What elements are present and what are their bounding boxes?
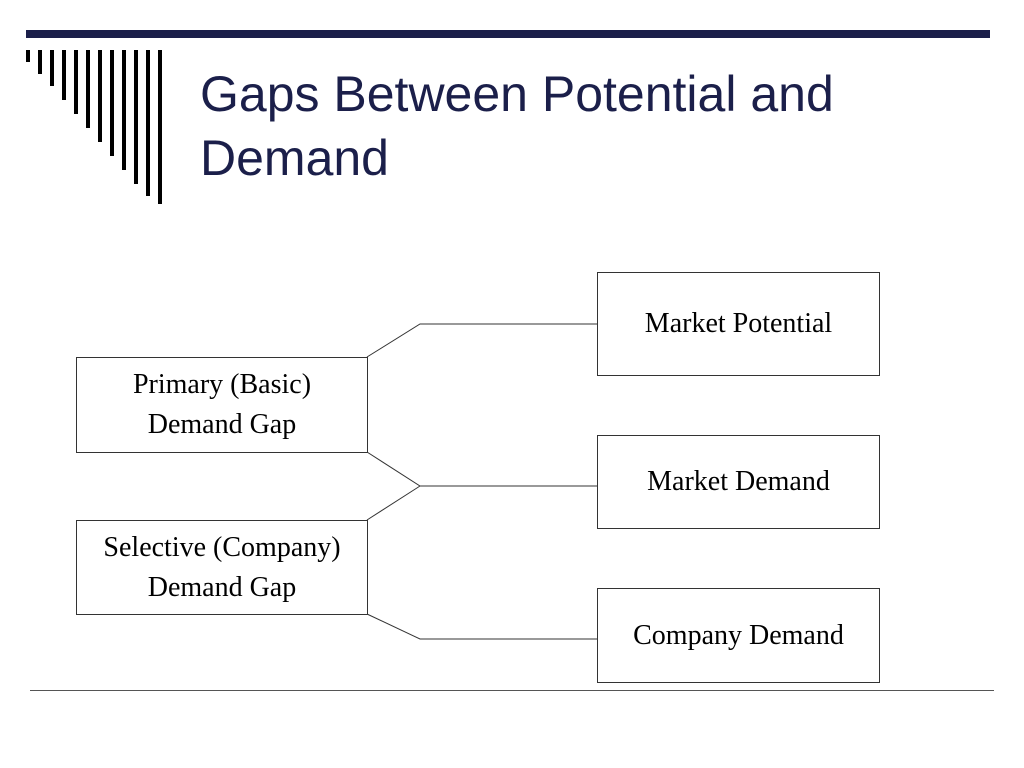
connector-selective-to-company bbox=[366, 613, 598, 640]
connector-primary-to-demand bbox=[366, 451, 598, 487]
stripe bbox=[122, 50, 126, 170]
connector-primary-to-potential bbox=[366, 323, 598, 358]
market-demand-box: Market Demand bbox=[597, 435, 880, 529]
stripe bbox=[146, 50, 150, 196]
stripe bbox=[158, 50, 162, 204]
market-potential-box: Market Potential bbox=[597, 272, 880, 376]
connector-selective-to-demand bbox=[366, 485, 421, 521]
stripe bbox=[26, 50, 30, 62]
stripe bbox=[110, 50, 114, 156]
stripe bbox=[38, 50, 42, 74]
stripe bbox=[50, 50, 54, 86]
decorative-stripes bbox=[0, 0, 180, 220]
slide-title: Gaps Between Potential and Demand bbox=[200, 66, 834, 186]
primary-demand-gap-box: Primary (Basic) Demand Gap bbox=[76, 357, 368, 453]
stripe bbox=[62, 50, 66, 100]
bottom-divider bbox=[30, 690, 994, 691]
stripe bbox=[98, 50, 102, 142]
stripe bbox=[74, 50, 78, 114]
company-demand-box: Company Demand bbox=[597, 588, 880, 683]
selective-demand-gap-box: Selective (Company) Demand Gap bbox=[76, 520, 368, 615]
stripe bbox=[134, 50, 138, 184]
stripe bbox=[86, 50, 90, 128]
top-accent-bar bbox=[26, 30, 990, 38]
